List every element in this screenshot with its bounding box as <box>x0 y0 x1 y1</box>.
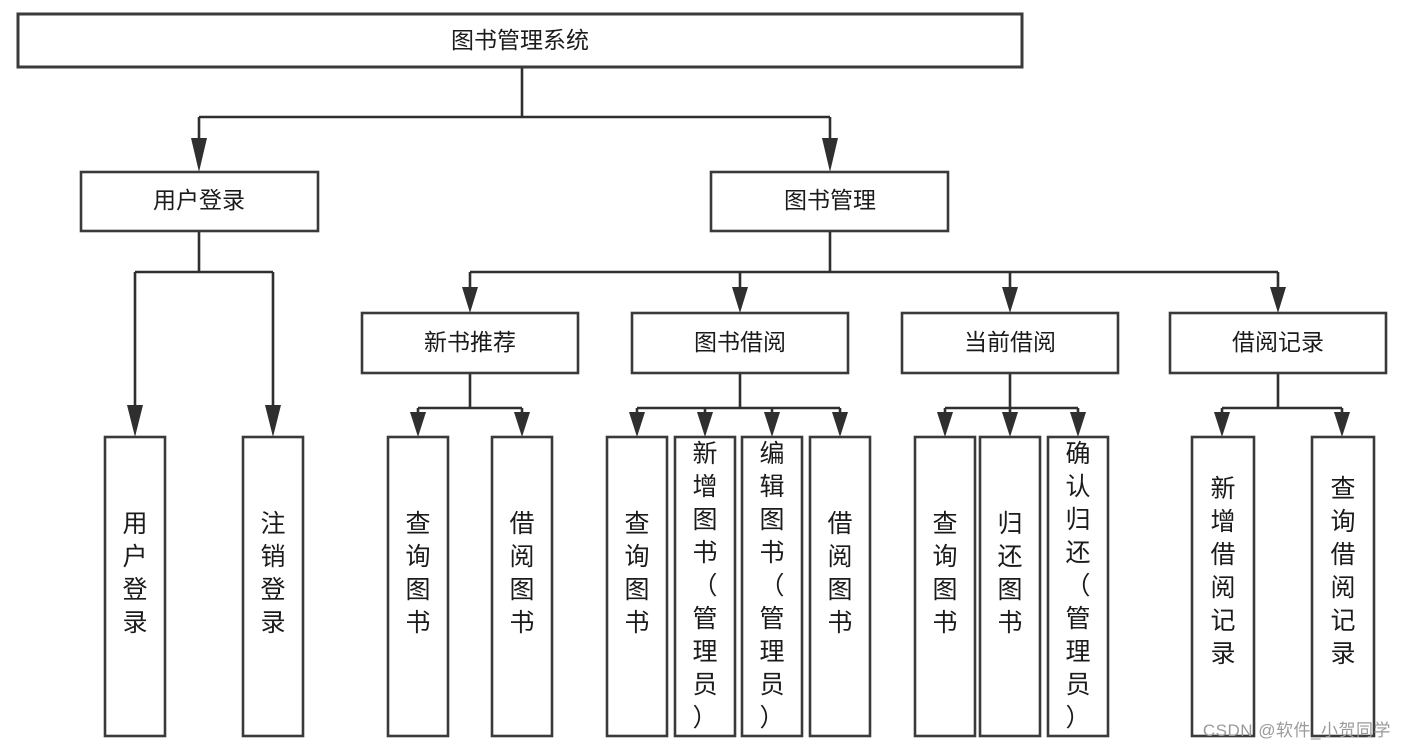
node-leaf-query-record[interactable]: 查询借阅记录 <box>1310 435 1376 738</box>
node-new-book-recommend[interactable]: 新书推荐 <box>360 311 580 375</box>
node-leaf-add-record-label: 新增借阅记录 <box>1210 475 1235 668</box>
node-current-borrow[interactable]: 当前借阅 <box>900 311 1120 375</box>
node-leaf-query-book-1-box[interactable] <box>386 435 450 738</box>
node-book-borrow-box[interactable] <box>630 311 850 375</box>
node-current-borrow-label: 当前借阅 <box>964 329 1056 355</box>
node-leaf-borrow-book-2[interactable]: 借阅图书 <box>808 435 872 738</box>
arrowhead-leaf-add-book <box>697 412 713 437</box>
node-leaf-query-book-1-label: 查询图书 <box>405 510 430 637</box>
node-leaf-return-book[interactable]: 归还图书 <box>978 435 1042 738</box>
node-leaf-confirm-return-box[interactable] <box>1046 435 1110 738</box>
node-leaf-edit-book[interactable]: 编辑图书（管理员） <box>740 435 804 738</box>
node-leaf-borrow-book-1[interactable]: 借阅图书 <box>490 435 554 738</box>
node-current-borrow-box[interactable] <box>900 311 1120 375</box>
node-new-book-recommend-box[interactable] <box>360 311 580 375</box>
node-leaf-query-book-3-label: 查询图书 <box>932 510 957 637</box>
node-leaf-borrow-book-2-box[interactable] <box>808 435 872 738</box>
connector-layer <box>127 67 1350 437</box>
node-borrow-record-label: 借阅记录 <box>1232 329 1324 355</box>
node-leaf-add-record[interactable]: 新增借阅记录 <box>1190 435 1256 738</box>
arrowhead-leaf-query-book-3 <box>937 412 953 437</box>
node-leaf-borrow-book-1-label: 借阅图书 <box>509 510 534 637</box>
node-leaf-confirm-return[interactable]: 确认归还（管理员） <box>1046 435 1110 738</box>
arrowhead-leaf-confirm-return <box>1070 412 1086 437</box>
node-root[interactable]: 图书管理系统 <box>16 12 1024 69</box>
node-leaf-logout-box[interactable] <box>241 435 305 738</box>
node-leaf-query-book-3[interactable]: 查询图书 <box>913 435 977 738</box>
arrowhead-leaf-user-login <box>127 405 143 437</box>
node-user-login[interactable]: 用户登录 <box>79 170 320 233</box>
arrowhead-book-borrow <box>732 287 748 313</box>
arrowhead-leaf-borrow-book-1 <box>514 412 530 437</box>
arrowhead-book-manage <box>822 138 838 172</box>
arrowhead-user-login <box>191 138 207 172</box>
node-book-manage-label: 图书管理 <box>784 187 876 213</box>
node-user-login-box[interactable] <box>79 170 320 233</box>
node-book-borrow[interactable]: 图书借阅 <box>630 311 850 375</box>
node-leaf-add-book-label: 新增图书（管理员） <box>692 440 717 732</box>
node-leaf-borrow-book-2-label: 借阅图书 <box>827 510 852 637</box>
node-borrow-record[interactable]: 借阅记录 <box>1168 311 1388 375</box>
node-book-manage[interactable]: 图书管理 <box>709 170 950 233</box>
node-leaf-edit-book-box[interactable] <box>740 435 804 738</box>
node-leaf-edit-book-label: 编辑图书（管理员） <box>759 440 784 732</box>
node-book-manage-box[interactable] <box>709 170 950 233</box>
node-leaf-logout-label: 注销登录 <box>260 510 285 637</box>
arrowhead-current-borrow <box>1002 287 1018 313</box>
node-leaf-add-record-box[interactable] <box>1190 435 1256 738</box>
node-leaf-confirm-return-label: 确认归还（管理员） <box>1065 440 1090 732</box>
node-root-label: 图书管理系统 <box>451 27 589 53</box>
node-root-box[interactable] <box>16 12 1024 69</box>
arrowhead-leaf-add-record <box>1214 412 1230 437</box>
node-leaf-add-book[interactable]: 新增图书（管理员） <box>673 435 737 738</box>
arrowhead-leaf-query-book-1 <box>410 412 426 437</box>
node-leaf-user-login-box[interactable] <box>103 435 167 738</box>
node-leaf-add-book-box[interactable] <box>673 435 737 738</box>
arrowhead-leaf-return-book <box>1002 412 1018 437</box>
arrowhead-new-book-recommend <box>462 287 478 313</box>
leaf-node-layer: 用户登录 注销登录 查询图书 借阅图书 查询图书 新增图书（管理员） <box>103 435 1376 738</box>
node-leaf-logout[interactable]: 注销登录 <box>241 435 305 738</box>
node-leaf-user-login-label: 用户登录 <box>122 510 147 637</box>
arrowhead-leaf-query-record <box>1334 412 1350 437</box>
node-leaf-return-book-label: 归还图书 <box>997 510 1022 637</box>
node-leaf-query-book-1[interactable]: 查询图书 <box>386 435 450 738</box>
node-leaf-query-book-2-label: 查询图书 <box>624 510 649 637</box>
node-leaf-user-login[interactable]: 用户登录 <box>103 435 167 738</box>
node-leaf-return-book-box[interactable] <box>978 435 1042 738</box>
node-leaf-query-book-2-box[interactable] <box>605 435 669 738</box>
arrowhead-leaf-logout <box>265 405 281 437</box>
arrowhead-leaf-edit-book <box>764 412 780 437</box>
arrowhead-leaf-query-book-2 <box>629 412 645 437</box>
node-leaf-borrow-book-1-box[interactable] <box>490 435 554 738</box>
node-book-borrow-label: 图书借阅 <box>694 329 786 355</box>
arrowhead-leaf-borrow-book-2 <box>832 412 848 437</box>
node-user-login-label: 用户登录 <box>153 187 245 213</box>
node-borrow-record-box[interactable] <box>1168 311 1388 375</box>
node-leaf-query-record-box[interactable] <box>1310 435 1376 738</box>
node-leaf-query-record-label: 查询借阅记录 <box>1330 475 1355 668</box>
node-new-book-recommend-label: 新书推荐 <box>424 329 516 355</box>
node-leaf-query-book-3-box[interactable] <box>913 435 977 738</box>
node-leaf-query-book-2[interactable]: 查询图书 <box>605 435 669 738</box>
arrowhead-borrow-record <box>1270 287 1286 313</box>
